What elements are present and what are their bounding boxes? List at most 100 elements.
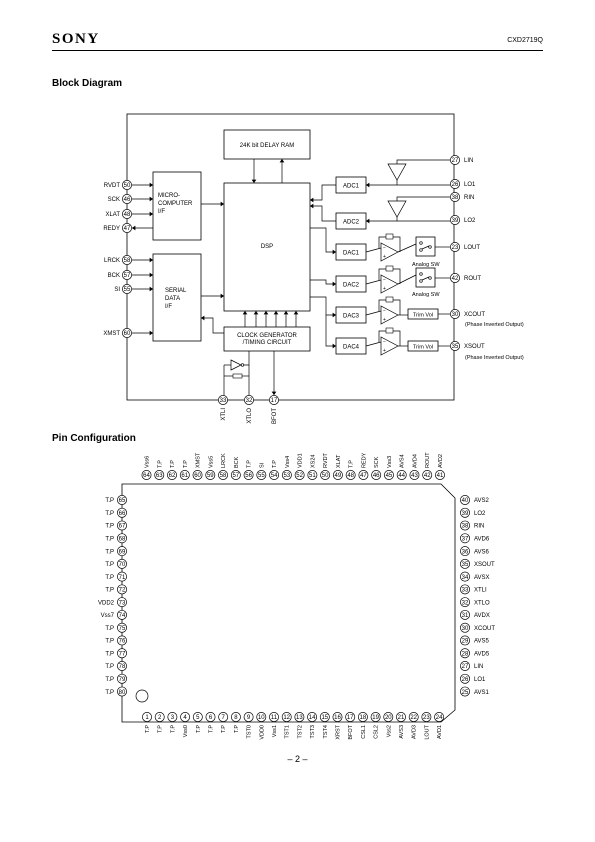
pin-10	[256, 712, 267, 722]
wire	[310, 279, 336, 285]
pin-12	[281, 712, 292, 722]
pin-xlat	[122, 209, 132, 219]
pin-38-number: 38	[462, 524, 469, 530]
delay-ram-label: 24K bit DELAY RAM	[240, 143, 294, 149]
pin-label-32: XTLO	[474, 600, 490, 606]
pin-configuration-title: Pin Configuration	[52, 433, 136, 444]
pin-sck	[122, 194, 132, 204]
pin-71	[117, 571, 127, 582]
pin-42	[422, 470, 433, 480]
pin-54-number: 54	[271, 473, 278, 479]
pin-72-number: 72	[119, 588, 126, 594]
switch-lever	[421, 245, 430, 250]
pin-77-number: 77	[119, 651, 126, 657]
pin-13	[294, 712, 305, 722]
dsp-label: DSP	[261, 244, 273, 250]
pin-3-number: 3	[171, 715, 175, 721]
wire	[365, 279, 382, 285]
pin-label-xtli: XTLI	[221, 408, 227, 421]
pin-75	[117, 622, 127, 633]
header-rule	[52, 50, 543, 51]
pin-17	[345, 712, 356, 722]
pin-label-36: AVS6	[474, 549, 490, 555]
pin-label-26: LO1	[474, 677, 486, 683]
output-amp-4	[380, 336, 399, 356]
pin-30	[460, 622, 470, 633]
pin-label-30: XCOUT	[474, 626, 495, 632]
amp-sign: −	[383, 245, 386, 251]
pin-label-bck: BCK	[108, 273, 120, 279]
pin-31-number: 31	[462, 613, 469, 619]
serial-data-if-label-line-1: DATA	[165, 296, 180, 302]
pin-67	[117, 520, 127, 531]
arrow-head	[149, 272, 153, 278]
pin-label-60: XMST	[196, 452, 202, 468]
switch-lever	[421, 276, 430, 281]
pin-label-75: T.P	[105, 626, 114, 632]
switch-contact	[419, 241, 423, 245]
pin-54	[269, 470, 280, 480]
pin-label-80: T.P	[105, 690, 114, 696]
pin-18-number: 18	[360, 715, 367, 721]
pin-53	[281, 470, 292, 480]
pin-rvdt-number: 50	[124, 183, 131, 189]
pin-label-52: VDD1	[298, 453, 304, 468]
pin-bck-number: 57	[124, 273, 131, 279]
amp-sign: −	[383, 308, 386, 314]
pin-4	[180, 712, 191, 722]
arrow-head	[253, 311, 259, 315]
pin-19-number: 19	[372, 715, 379, 721]
pin-7	[218, 712, 229, 722]
pin-label-17: BFOT	[348, 724, 354, 739]
pin-label-13: TST2	[297, 725, 303, 738]
pin-74-number: 74	[119, 613, 126, 619]
pin-label-rout: ROUT	[464, 276, 481, 282]
pin-label-sck: SCK	[108, 197, 120, 203]
analog-sw-2-label: Analog SW	[412, 292, 440, 298]
pin-1-number: 1	[145, 715, 149, 721]
pin-61-number: 61	[181, 473, 188, 479]
pin-19	[370, 712, 381, 722]
pin-78-number: 78	[119, 664, 126, 670]
pin-63	[154, 470, 165, 480]
pin-label-21: AVS3	[399, 725, 405, 739]
pin-60-number: 60	[194, 473, 201, 479]
wire	[397, 243, 417, 253]
arrow-head	[251, 179, 257, 183]
pin-32-number: 32	[462, 600, 469, 606]
pin-label-23: LOUT	[424, 724, 430, 739]
pin-label-64: Vss6	[145, 456, 151, 468]
pin-51-number: 51	[309, 473, 316, 479]
pin-57-number: 57	[232, 473, 239, 479]
pin-label-46: SCK	[374, 456, 380, 468]
pin-label-xcout: XCOUT	[464, 312, 485, 318]
pin-53-number: 53	[284, 473, 291, 479]
pin-label-34: AVSX	[474, 575, 490, 581]
arrow-head	[220, 293, 224, 299]
dac2-label: DAC2	[343, 283, 360, 289]
pin-18	[357, 712, 368, 722]
pin-70-number: 70	[119, 562, 126, 568]
pin-label-71: T.P	[105, 575, 114, 581]
arrow-head	[149, 182, 153, 188]
wire	[365, 341, 382, 347]
pin-35-number: 35	[462, 562, 469, 568]
dac1-label: DAC1	[343, 251, 360, 257]
pin-label-12: TST1	[285, 725, 291, 738]
brand-logo: SONY	[52, 31, 100, 47]
arrow-head	[293, 311, 299, 315]
pin-label-73: VDD2	[98, 600, 115, 606]
pin-46-number: 46	[373, 473, 380, 479]
microcomputer-if-label-line-1: COMPUTER	[158, 201, 193, 207]
pin-label-15: TST4	[323, 725, 329, 738]
pin-11-number: 11	[271, 715, 278, 721]
xsout-phase-note: (Phase Inverted Output)	[465, 355, 524, 361]
trim-vol-1-label: Trim Vol	[413, 313, 433, 319]
pin-label-39: LO2	[474, 511, 486, 517]
pin-10-number: 10	[258, 715, 265, 721]
pin-73-number: 73	[119, 600, 126, 606]
pin-label-18: CSL1	[361, 725, 367, 739]
pin-68	[117, 533, 127, 544]
pin-48-number: 48	[347, 473, 354, 479]
